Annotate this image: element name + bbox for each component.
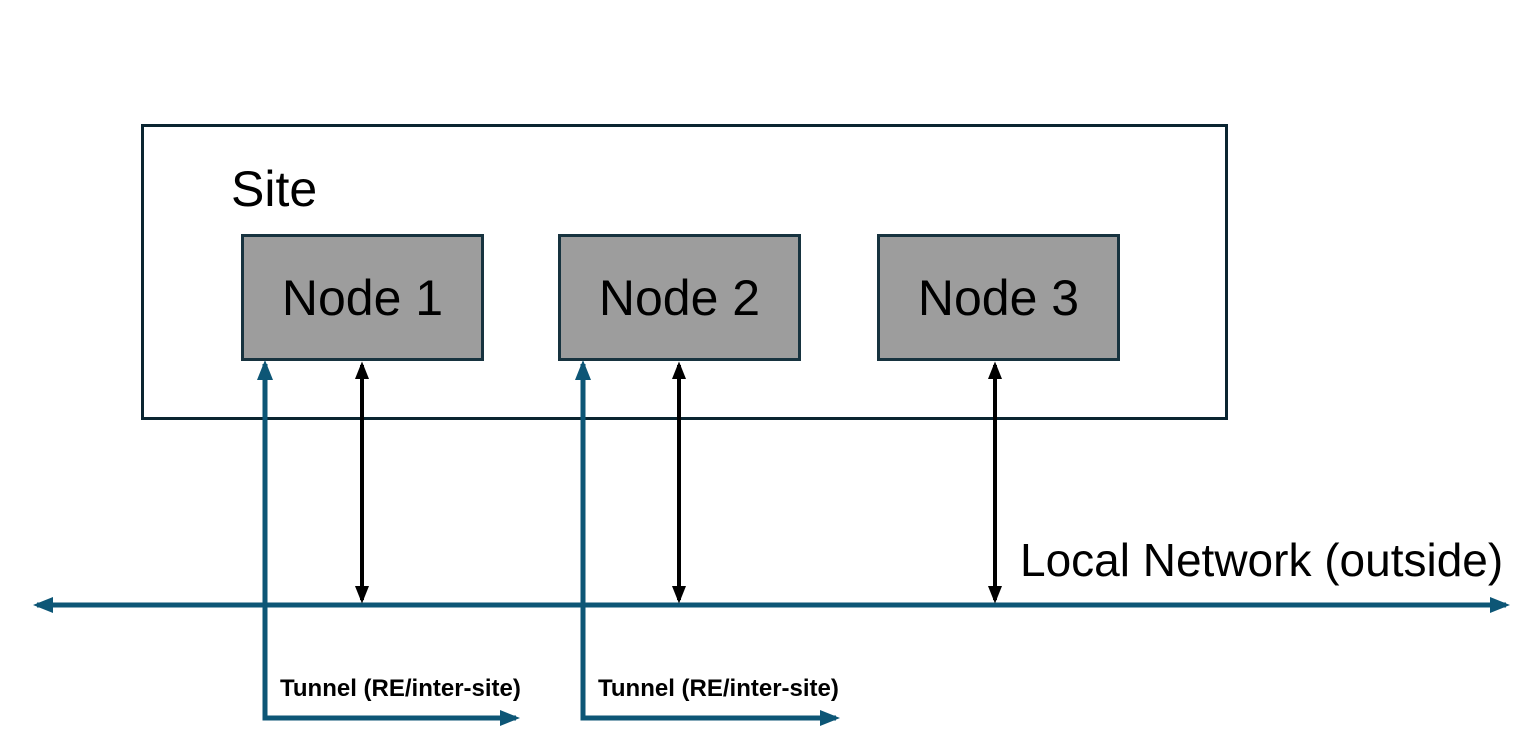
tunnel-2-label: Tunnel (RE/inter-site)	[598, 675, 839, 702]
node-2-box: Node 2	[558, 234, 801, 361]
site-label: Site	[231, 161, 318, 217]
tunnel-1-label: Tunnel (RE/inter-site)	[280, 675, 521, 702]
node-1-box: Node 1	[241, 234, 484, 361]
node-2-label: Node 2	[598, 269, 761, 326]
node-3-box: Node 3	[877, 234, 1120, 361]
node-3-label: Node 3	[917, 269, 1080, 326]
node-1-label: Node 1	[281, 269, 444, 326]
local-network-label: Local Network (outside)	[1020, 534, 1504, 586]
